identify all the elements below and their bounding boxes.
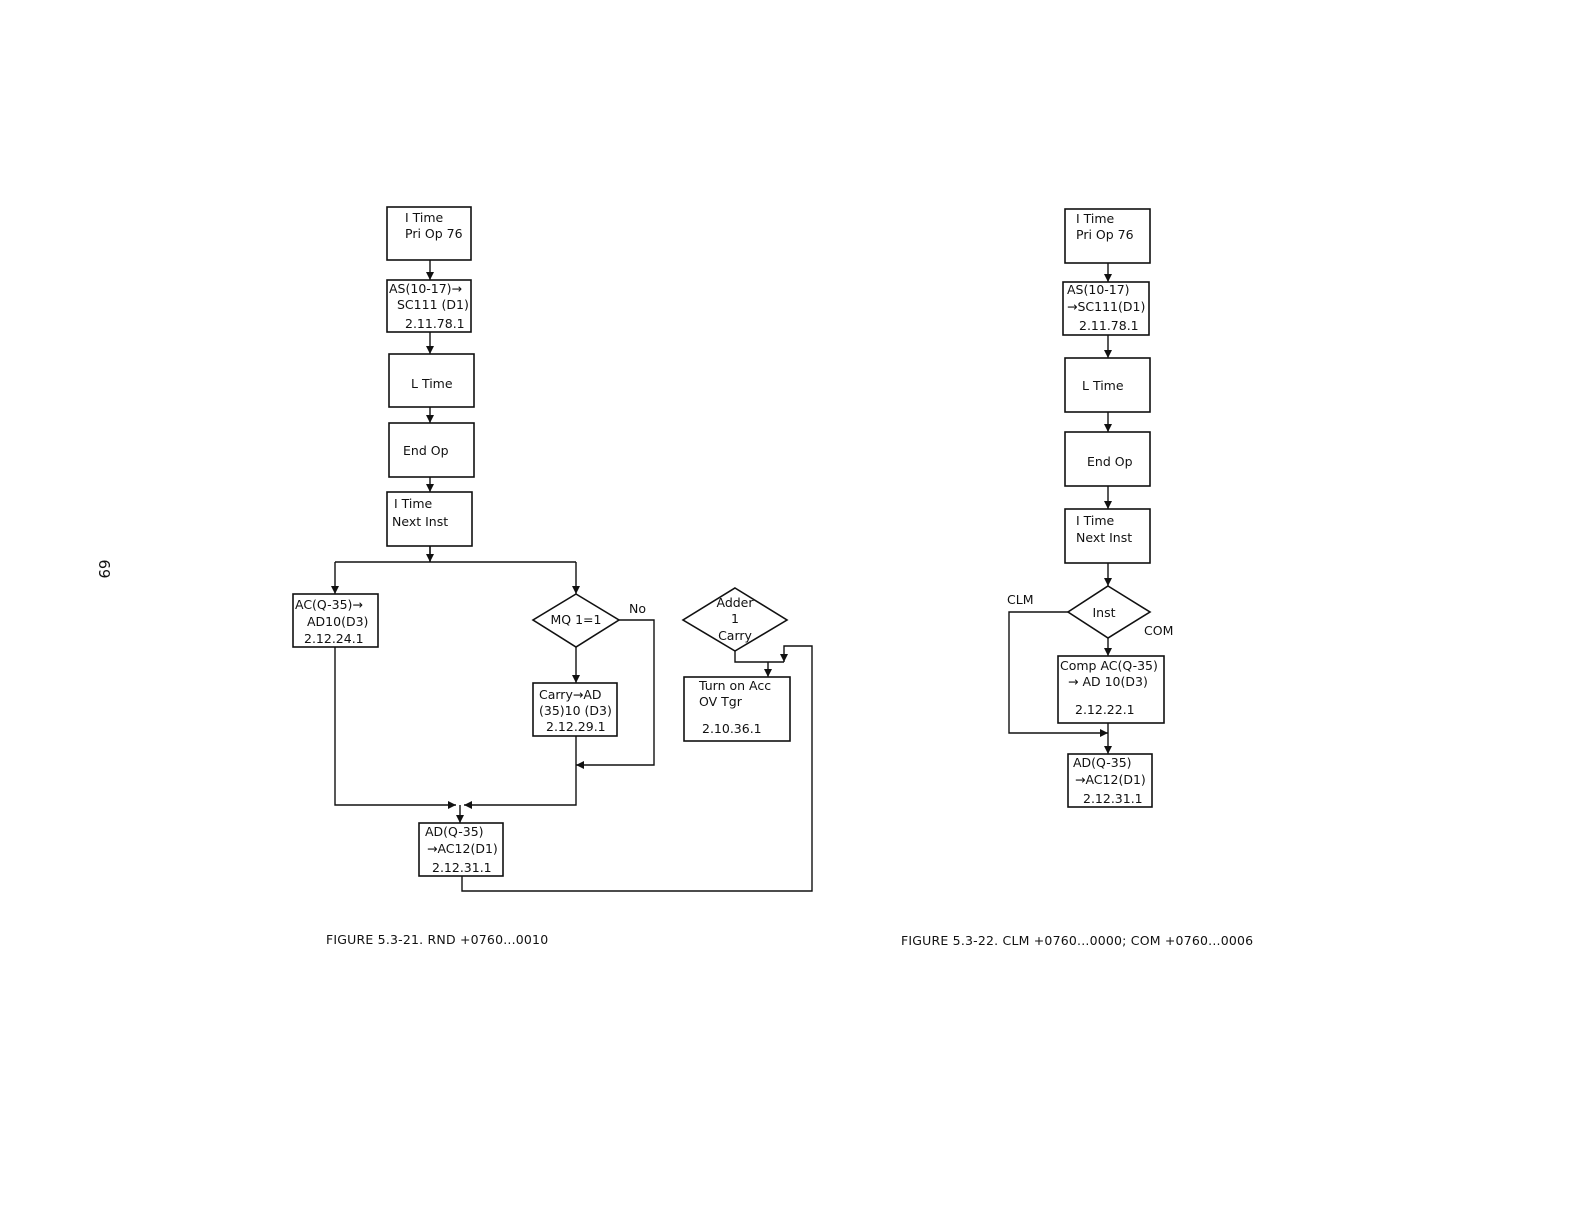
- figure-5-3-21: I Time Pri Op 76 AS(10-17)→ SC111 (D1) 2…: [292, 206, 813, 947]
- fig22-com-label: COM: [1144, 623, 1173, 638]
- fig21-box-line: AC(Q-35)→: [295, 597, 363, 612]
- fig22-box-line: Comp AC(Q-35): [1060, 658, 1158, 673]
- fig21-box-line: L Time: [411, 376, 453, 391]
- fig21-box-line: SC111 (D1): [397, 297, 469, 312]
- fig21-caption: FIGURE 5.3-21. RND +0760...0010: [326, 932, 548, 947]
- fig22-clm-label: CLM: [1007, 592, 1033, 607]
- fig21-box-line: End Op: [403, 443, 449, 458]
- fig21-adder-carry-decision: Adder 1 Carry: [681, 587, 789, 652]
- fig21-as-sc-box: AS(10-17)→ SC111 (D1) 2.11.78.1: [386, 279, 472, 333]
- fig22-box-line: I Time: [1076, 211, 1115, 226]
- fig22-box-line: 2.12.31.1: [1083, 791, 1143, 806]
- fig22-box-line: Next Inst: [1076, 530, 1132, 545]
- fig21-carry-ad-box: Carry→AD (35)10 (D3) 2.12.29.1: [532, 682, 618, 737]
- fig21-ad-ac-box: AD(Q-35) →AC12(D1) 2.12.31.1: [418, 822, 504, 877]
- fig22-inst-decision: Inst: [1066, 585, 1152, 639]
- fig21-box-line: 2.12.31.1: [432, 860, 492, 875]
- fig22-l-time-box: L Time: [1064, 357, 1151, 413]
- fig21-box-line: Next Inst: [392, 514, 448, 529]
- fig22-box-line: 2.11.78.1: [1079, 318, 1139, 333]
- fig22-as-sc-box: AS(10-17) →SC111(D1) 2.11.78.1: [1062, 281, 1150, 336]
- fig22-comp-ac-box: Comp AC(Q-35) → AD 10(D3) 2.12.22.1: [1057, 655, 1165, 724]
- fig21-i-time-pri-op-box: I Time Pri Op 76: [386, 206, 472, 261]
- fig21-box-line: 2.10.36.1: [702, 721, 762, 736]
- fig22-box-line: →SC111(D1): [1067, 299, 1145, 314]
- fig21-box-line: 2.12.24.1: [304, 631, 364, 646]
- fig22-box-line: Pri Op 76: [1076, 227, 1134, 242]
- fig22-box-line: → AD 10(D3): [1068, 674, 1148, 689]
- fig22-decision-label: Inst: [1092, 605, 1115, 620]
- fig22-ad-ac-box: AD(Q-35) →AC12(D1) 2.12.31.1: [1067, 753, 1153, 808]
- fig21-loop-back: [461, 645, 813, 892]
- fig21-end-op-box: End Op: [388, 422, 475, 478]
- fig22-end-op-box: End Op: [1064, 431, 1151, 487]
- fig22-box-line: →AC12(D1): [1075, 772, 1146, 787]
- fig21-mq-decision: MQ 1=1: [531, 593, 621, 648]
- fig21-box-line: I Time: [405, 210, 444, 225]
- fig21-box-line: →AC12(D1): [427, 841, 498, 856]
- fig21-i-time-next-inst-box: I Time Next Inst: [386, 491, 473, 547]
- fig21-merge-left: [334, 647, 456, 809]
- fig21-decision-label: Carry: [718, 628, 752, 643]
- fig22-caption: FIGURE 5.3-22. CLM +0760...0000; COM +07…: [901, 933, 1253, 948]
- fig22-box-line: L Time: [1082, 378, 1124, 393]
- fig21-box-line: 2.11.78.1: [405, 316, 465, 331]
- fig22-i-time-next-inst-box: I Time Next Inst: [1064, 508, 1151, 564]
- fig22-box-line: 2.12.22.1: [1075, 702, 1135, 717]
- fig21-box-line: Carry→AD: [539, 687, 602, 702]
- fig22-i-time-pri-op-box: I Time Pri Op 76: [1064, 208, 1151, 264]
- fig22-box-line: End Op: [1087, 454, 1133, 469]
- fig21-connector: [734, 651, 784, 663]
- fig22-box-line: I Time: [1076, 513, 1115, 528]
- fig21-box-line: AS(10-17)→: [389, 281, 462, 296]
- fig21-ac-ad-box: AC(Q-35)→ AD10(D3) 2.12.24.1: [292, 593, 379, 648]
- fig21-box-line: 2.12.29.1: [546, 719, 606, 734]
- fig21-decision-label: 1: [731, 611, 739, 626]
- fig21-decision-label: MQ 1=1: [551, 612, 602, 627]
- fig21-box-line: Turn on Acc: [698, 678, 771, 693]
- fig21-turn-on-acc-box: Turn on Acc OV Tgr 2.10.36.1: [683, 676, 791, 742]
- page-number: 69: [95, 559, 113, 578]
- fig21-box-line: AD(Q-35): [425, 824, 484, 839]
- fig21-merge-right: [464, 736, 577, 809]
- fig21-no-label: No: [629, 601, 646, 616]
- fig21-decision-label: Adder: [716, 595, 754, 610]
- fig21-box-line: OV Tgr: [699, 694, 743, 709]
- fig21-box-line: I Time: [394, 496, 433, 511]
- fig22-box-line: AD(Q-35): [1073, 755, 1132, 770]
- fig22-box-line: AS(10-17): [1067, 282, 1130, 297]
- fig21-no-path: [576, 619, 655, 769]
- fig21-box-line: AD10(D3): [307, 614, 368, 629]
- fig21-l-time-box: L Time: [388, 353, 475, 408]
- fig21-box-line: (35)10 (D3): [539, 703, 612, 718]
- fig22-clm-path: [1008, 611, 1108, 737]
- figure-5-3-22: I Time Pri Op 76 AS(10-17) →SC111(D1) 2.…: [901, 208, 1253, 948]
- fig21-box-line: Pri Op 76: [405, 226, 463, 241]
